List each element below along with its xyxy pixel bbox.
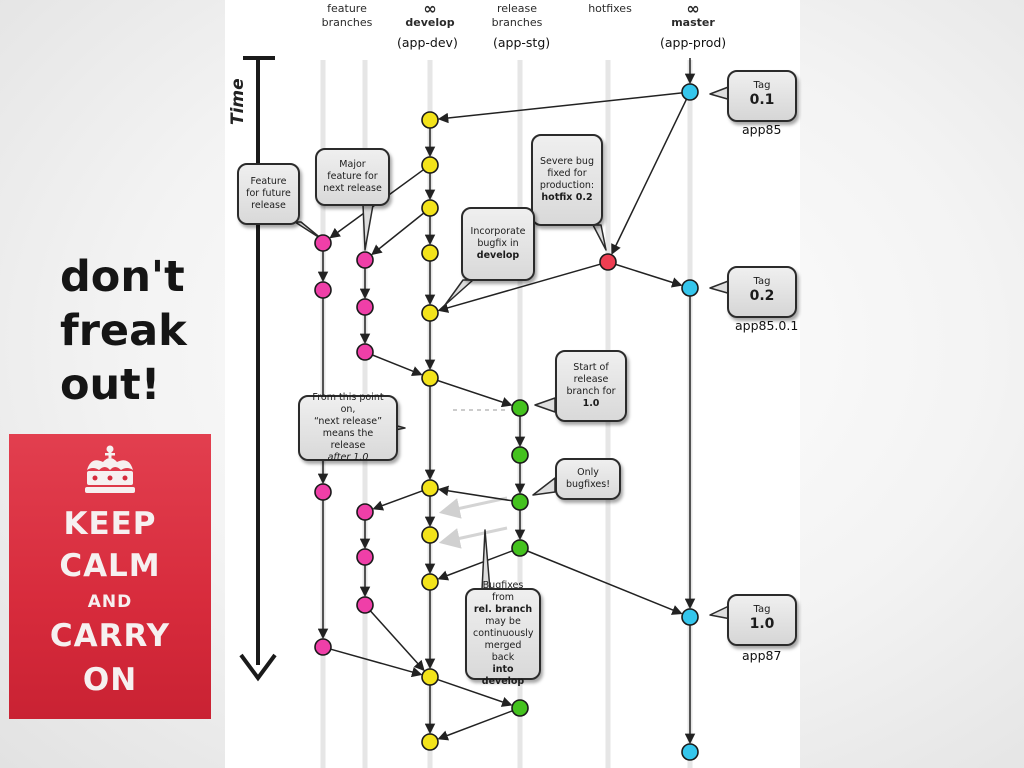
commit-edge	[437, 710, 513, 741]
commit-node-release	[511, 399, 529, 417]
commit-edge	[437, 678, 513, 707]
commit-node-develop	[421, 733, 439, 751]
headline-line: out!	[60, 360, 161, 410]
env-label-dev: (app-dev)	[397, 35, 458, 50]
commit-edge	[437, 379, 513, 408]
commit-node-master	[681, 743, 699, 761]
commit-node-release	[511, 493, 529, 511]
commit-node-develop	[421, 668, 439, 686]
commit-node-feature	[356, 503, 374, 521]
commit-node-feature	[356, 596, 374, 614]
commit-node-feature	[314, 234, 332, 252]
commit-node-master	[681, 83, 699, 101]
commit-edge	[437, 550, 513, 581]
commit-node-master	[681, 608, 699, 626]
tag-app-label: app87	[742, 648, 782, 663]
commit-node-feature	[314, 638, 332, 656]
commit-node-develop	[421, 479, 439, 497]
commit-node-feature	[314, 483, 332, 501]
commit-node-develop	[421, 244, 439, 262]
headline-line: freak	[60, 306, 187, 356]
commit-edge	[437, 485, 513, 502]
commit-node-feature	[356, 548, 374, 566]
env-label-prod: (app-prod)	[660, 35, 727, 50]
headline-line: don't	[60, 252, 185, 302]
column-header-hotfixes: hotfixes	[588, 2, 632, 15]
poster-line-carry: CARRY	[49, 618, 171, 654]
crown-icon	[85, 445, 135, 493]
commit-node-develop	[421, 573, 439, 591]
commit-node-develop	[421, 111, 439, 129]
poster-line-and: AND	[87, 592, 133, 612]
commit-node-develop	[421, 304, 439, 322]
commit-node-feature	[356, 298, 374, 316]
commit-node-master	[681, 279, 699, 297]
commit-node-feature	[314, 281, 332, 299]
commit-edge	[611, 98, 688, 255]
column-header-master: ∞master	[671, 0, 715, 30]
column-header-develop: ∞develop	[405, 0, 455, 30]
commit-node-release	[511, 699, 529, 717]
keep-calm-poster: KEEP CALM AND CARRY ON	[9, 434, 211, 719]
commit-edge	[615, 263, 683, 288]
commit-node-feature	[356, 251, 374, 269]
commit-edge	[437, 92, 683, 124]
commit-node-feature	[356, 343, 374, 361]
commit-node-develop	[421, 156, 439, 174]
commit-edge	[371, 212, 425, 256]
env-label-stg: (app-stg)	[493, 35, 551, 50]
commit-node-develop	[421, 526, 439, 544]
time-arrow	[239, 56, 277, 682]
commit-edge	[372, 490, 423, 511]
time-label: Time	[228, 78, 248, 125]
commit-node-release	[511, 446, 529, 464]
headline: don't freak out!	[60, 250, 220, 412]
commit-edge	[330, 648, 423, 678]
commit-node-hotfix	[599, 253, 617, 271]
poster-line-calm: CALM	[59, 548, 161, 584]
commit-edge	[437, 263, 601, 313]
commit-edge	[527, 550, 683, 615]
commit-node-release	[511, 539, 529, 557]
commit-edge	[369, 610, 425, 672]
callout-from-this-point: From this point on,“next release”means t…	[298, 392, 398, 463]
commit-node-develop	[421, 369, 439, 387]
tag-app-label: app85	[742, 122, 782, 137]
commit-edge	[372, 354, 423, 377]
poster-line-keep: KEEP	[63, 506, 157, 542]
tag-app-label: app85.0.1	[735, 318, 799, 333]
poster-line-on: ON	[82, 662, 138, 698]
commit-node-develop	[421, 199, 439, 217]
